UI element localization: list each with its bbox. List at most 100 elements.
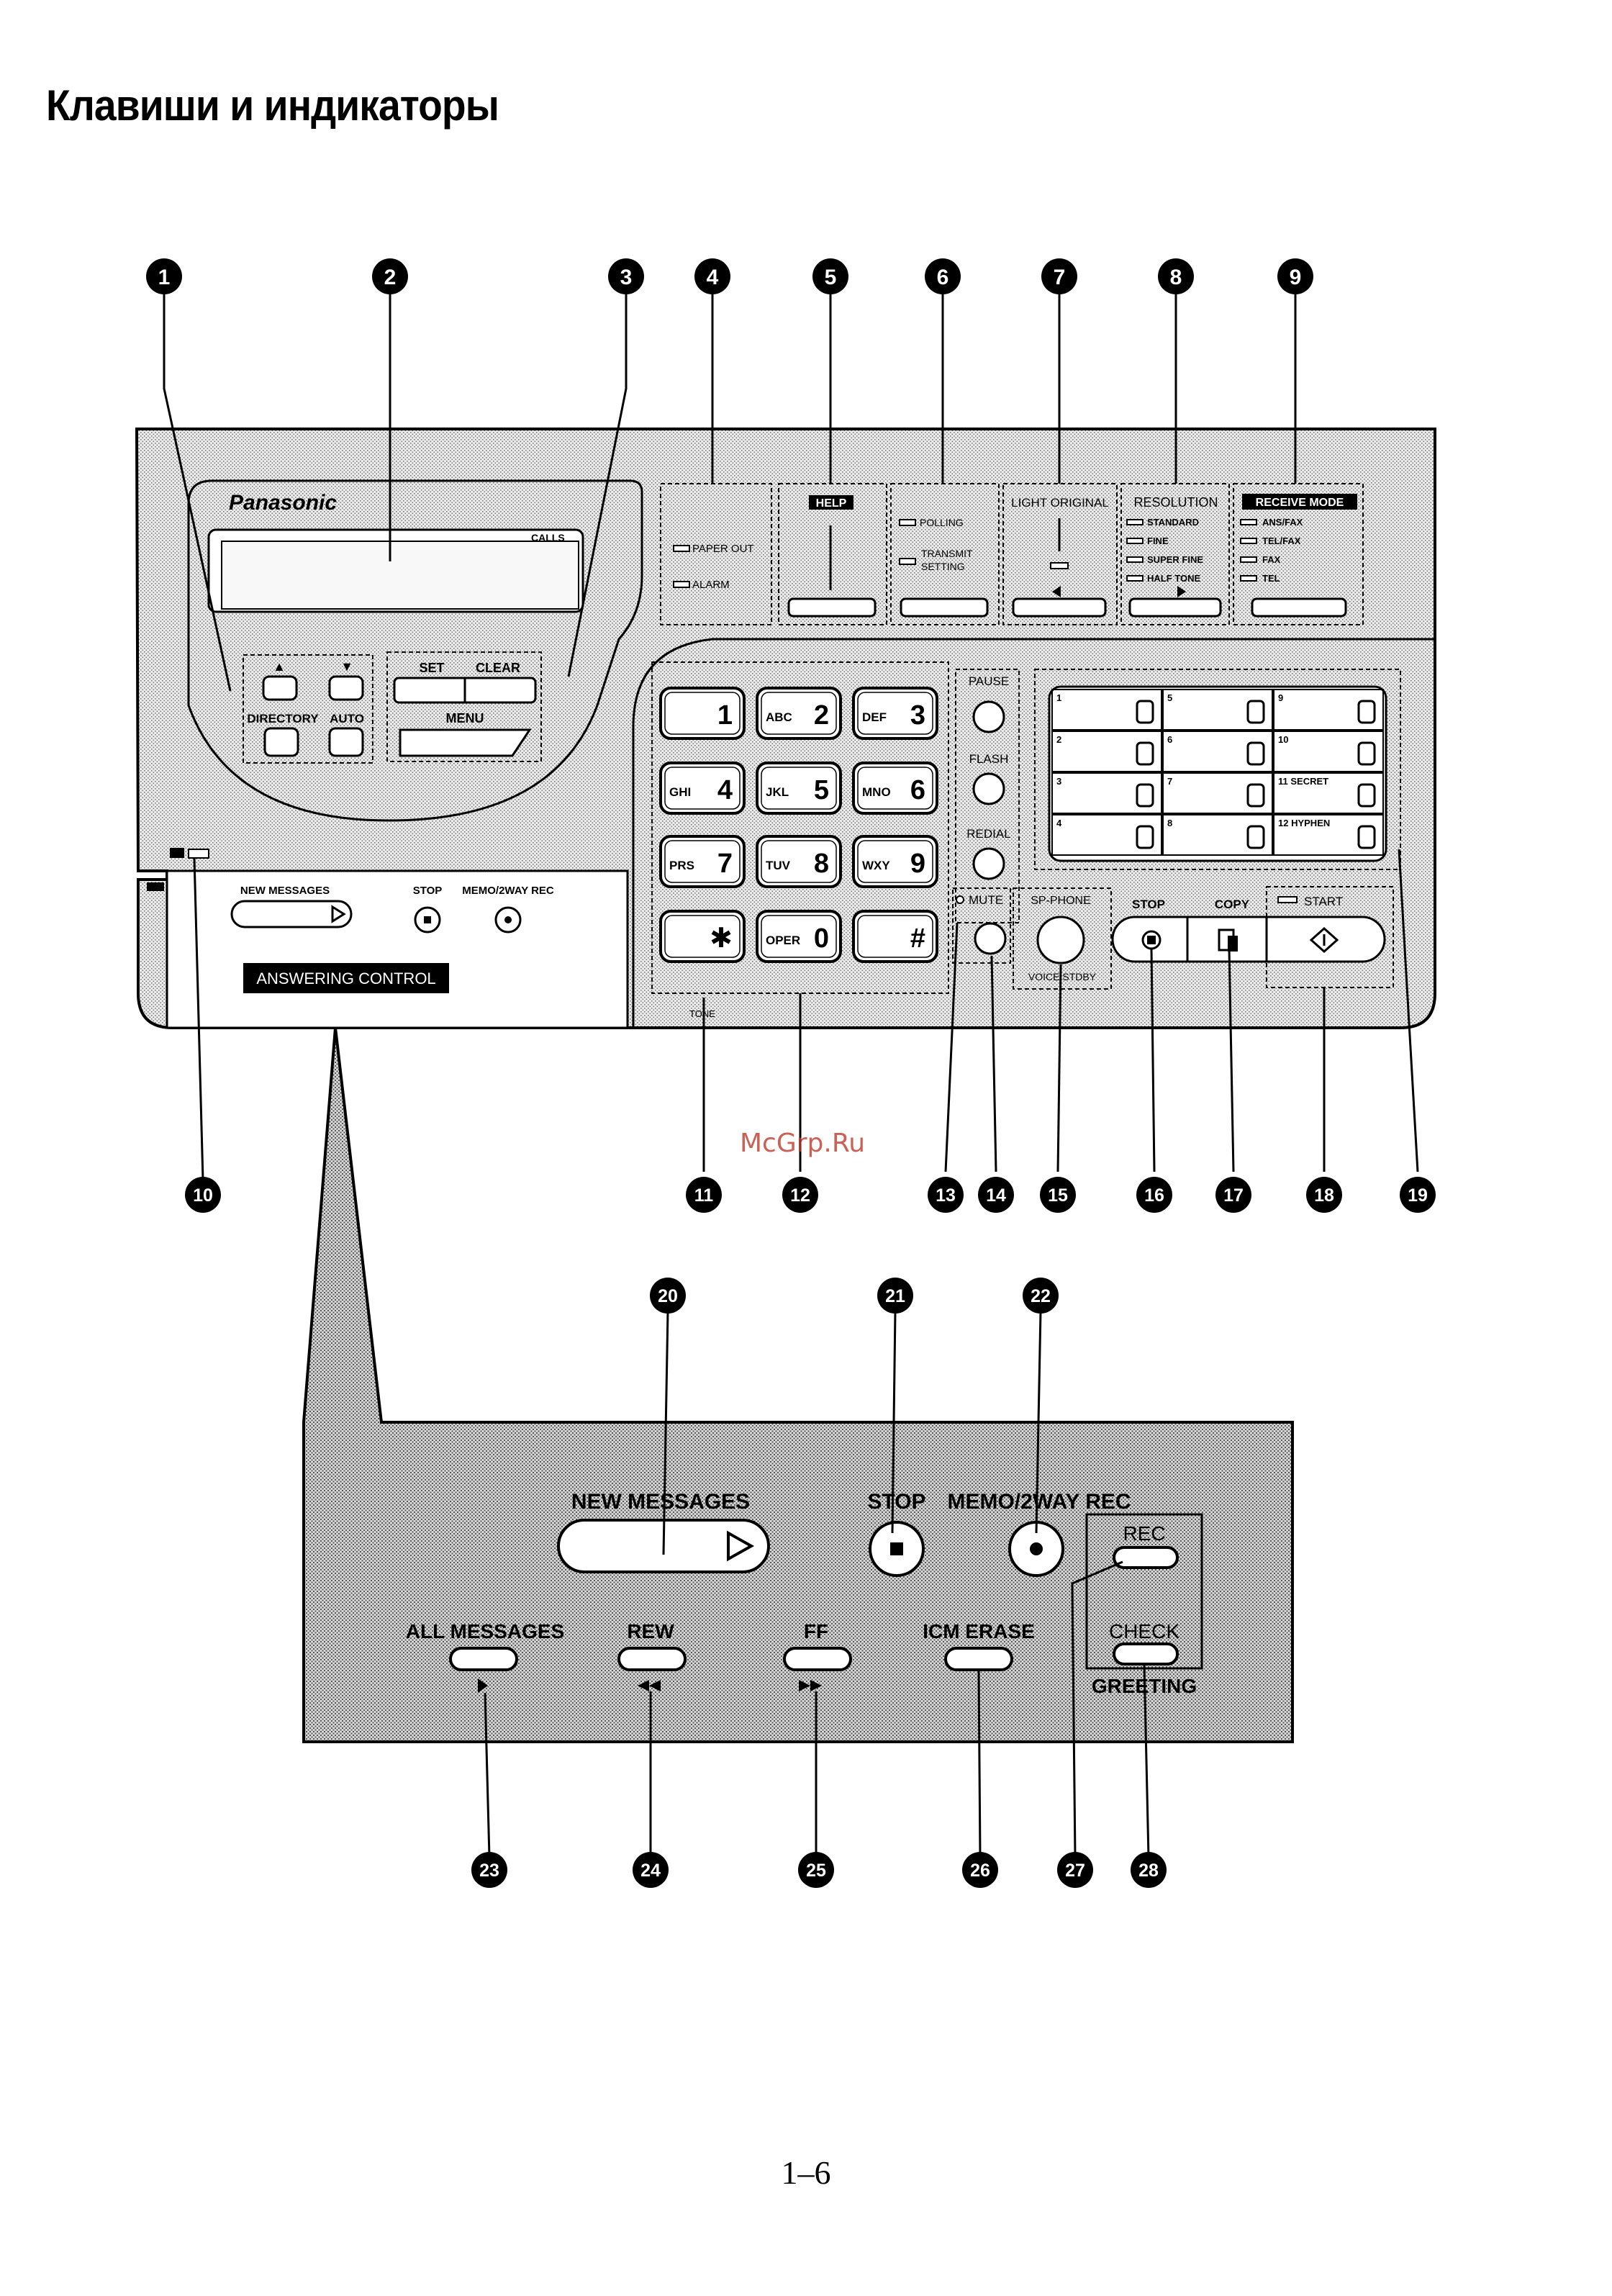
- ff-button[interactable]: [783, 1647, 852, 1671]
- one-touch-label: 5: [1167, 692, 1172, 703]
- one-touch-label: 6: [1167, 734, 1172, 745]
- polling-lamp: [899, 519, 916, 526]
- callout-number: 24: [640, 1861, 661, 1881]
- keypad-digit: 8: [814, 849, 829, 879]
- keypad-digit: #: [910, 923, 925, 954]
- one-touch-key[interactable]: 9: [1273, 689, 1384, 731]
- directory-button[interactable]: [263, 727, 299, 757]
- keypad-key[interactable]: ✱: [659, 910, 746, 963]
- resolution-option: HALF TONE: [1147, 573, 1200, 584]
- up-button[interactable]: [262, 675, 298, 701]
- one-touch-key[interactable]: 2: [1051, 731, 1162, 772]
- transmit-setting-lamp: [899, 558, 916, 565]
- one-touch-key[interactable]: 12 HYPHEN: [1273, 814, 1384, 856]
- one-touch-key[interactable]: 3: [1051, 772, 1162, 814]
- start-label: START: [1304, 895, 1343, 908]
- keypad-key[interactable]: 1: [659, 687, 746, 740]
- stop-label-small: STOP: [413, 885, 443, 897]
- mute-button[interactable]: [974, 922, 1007, 955]
- callout-badge: 20: [650, 1278, 686, 1314]
- callout-badge: 2: [372, 258, 408, 294]
- stop-label: STOP: [867, 1490, 925, 1514]
- receive-mode-option: TEL/FAX: [1262, 535, 1301, 546]
- one-touch-label: 11 SECRET: [1278, 776, 1328, 787]
- keypad-digit: 1: [717, 700, 733, 731]
- callout-number: 18: [1314, 1185, 1334, 1206]
- one-touch-key[interactable]: 1: [1051, 689, 1162, 731]
- down-button[interactable]: [328, 675, 364, 701]
- auto-button[interactable]: [328, 727, 364, 757]
- light-original-button[interactable]: [1012, 597, 1107, 618]
- one-touch-key[interactable]: 4: [1051, 814, 1162, 856]
- keypad-letters: ABC: [766, 710, 792, 724]
- callout-badge: 22: [1023, 1278, 1059, 1314]
- icm-erase-button[interactable]: [944, 1647, 1013, 1671]
- flash-button[interactable]: [972, 772, 1005, 805]
- one-touch-key[interactable]: 7: [1162, 772, 1273, 814]
- callout-number: 20: [658, 1286, 678, 1306]
- pause-button[interactable]: [972, 700, 1005, 733]
- callout-number: 28: [1138, 1861, 1159, 1881]
- resolution-label: RESOLUTION: [1133, 495, 1218, 510]
- callout-badge: 19: [1400, 1177, 1436, 1213]
- menu-button[interactable]: [399, 728, 532, 757]
- check-button[interactable]: [1113, 1642, 1179, 1665]
- receive-mode-option: ANS/FAX: [1262, 517, 1303, 528]
- polling-transmit-button[interactable]: [900, 597, 989, 618]
- start-lamp: [1277, 896, 1298, 903]
- one-touch-key[interactable]: 8: [1162, 814, 1273, 856]
- callout-number: 7: [1054, 266, 1066, 289]
- callout-number: 6: [937, 266, 949, 289]
- keypad-digit: 0: [814, 923, 829, 954]
- copy-button[interactable]: [1218, 928, 1238, 952]
- callout-number: 11: [694, 1185, 714, 1206]
- sp-phone-button[interactable]: [1036, 916, 1085, 964]
- stop-label: STOP: [1132, 898, 1165, 911]
- new-messages-button[interactable]: [230, 900, 353, 928]
- polling-transmit-group: POLLING TRANSMIT SETTING: [890, 483, 1000, 625]
- stop-icon: [890, 1542, 903, 1555]
- paper-out-lamp: [673, 545, 690, 552]
- resolution-button[interactable]: [1128, 597, 1222, 618]
- callout-badge: 27: [1057, 1852, 1093, 1888]
- rew-button[interactable]: [617, 1647, 687, 1671]
- one-touch-key[interactable]: 10: [1273, 731, 1384, 772]
- keypad-key[interactable]: #: [852, 910, 938, 963]
- voice-stdby-label: VOICE STDBY: [1028, 971, 1097, 982]
- rec-button[interactable]: [1113, 1546, 1179, 1569]
- icm-erase-label: ICM ERASE: [923, 1620, 1035, 1642]
- light-original-group: LIGHT ORIGINAL: [1002, 483, 1118, 625]
- redial-button[interactable]: [972, 847, 1005, 880]
- keypad-digit: 5: [814, 775, 829, 805]
- one-touch-label: 2: [1056, 734, 1061, 745]
- watermark: McGrp.Ru: [740, 1129, 866, 1158]
- one-touch-key[interactable]: 5: [1162, 689, 1273, 731]
- help-button[interactable]: [787, 597, 877, 618]
- one-touch-key[interactable]: 6: [1162, 731, 1273, 772]
- keypad-letters: PRS: [669, 859, 694, 872]
- one-touch-key[interactable]: 11 SECRET: [1273, 772, 1384, 814]
- keypad-digit: 3: [910, 700, 925, 731]
- callout-number: 8: [1170, 266, 1182, 289]
- sp-phone-group: SP-PHONE VOICE STDBY: [1013, 887, 1112, 990]
- all-messages-button[interactable]: [449, 1647, 518, 1671]
- callout-badge: 11: [686, 1177, 722, 1213]
- flash-label: FLASH: [969, 752, 1009, 766]
- new-messages-label: NEW MESSAGES: [571, 1490, 750, 1514]
- callout-badge: 6: [925, 258, 961, 294]
- callout-number: 22: [1031, 1286, 1051, 1306]
- keypad-digit: 9: [910, 849, 925, 879]
- receive-mode-button[interactable]: [1251, 597, 1347, 618]
- pause-label: PAUSE: [969, 674, 1009, 688]
- start-button[interactable]: [1309, 926, 1339, 954]
